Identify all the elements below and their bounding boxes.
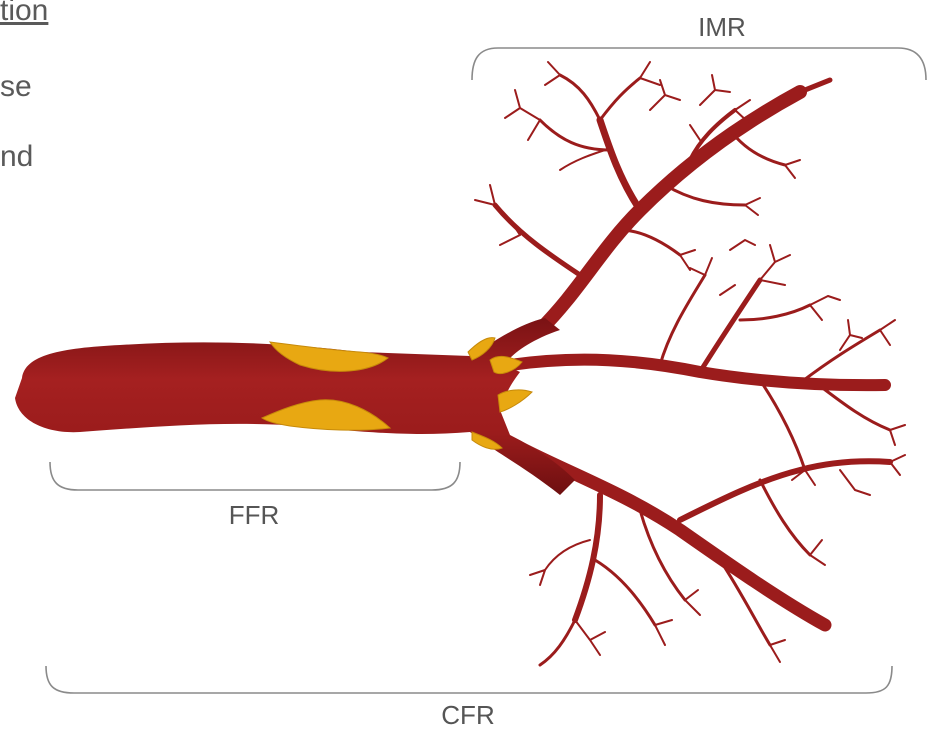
cfr-bracket [46, 666, 892, 693]
imr-label: IMR [698, 12, 746, 42]
imr-bracket [472, 48, 926, 80]
ffr-label: FFR [229, 500, 280, 530]
microvasculature-middle [510, 240, 905, 485]
microvasculature-upper [475, 62, 830, 330]
ffr-bracket [50, 462, 460, 490]
cfr-label: CFR [441, 700, 494, 730]
